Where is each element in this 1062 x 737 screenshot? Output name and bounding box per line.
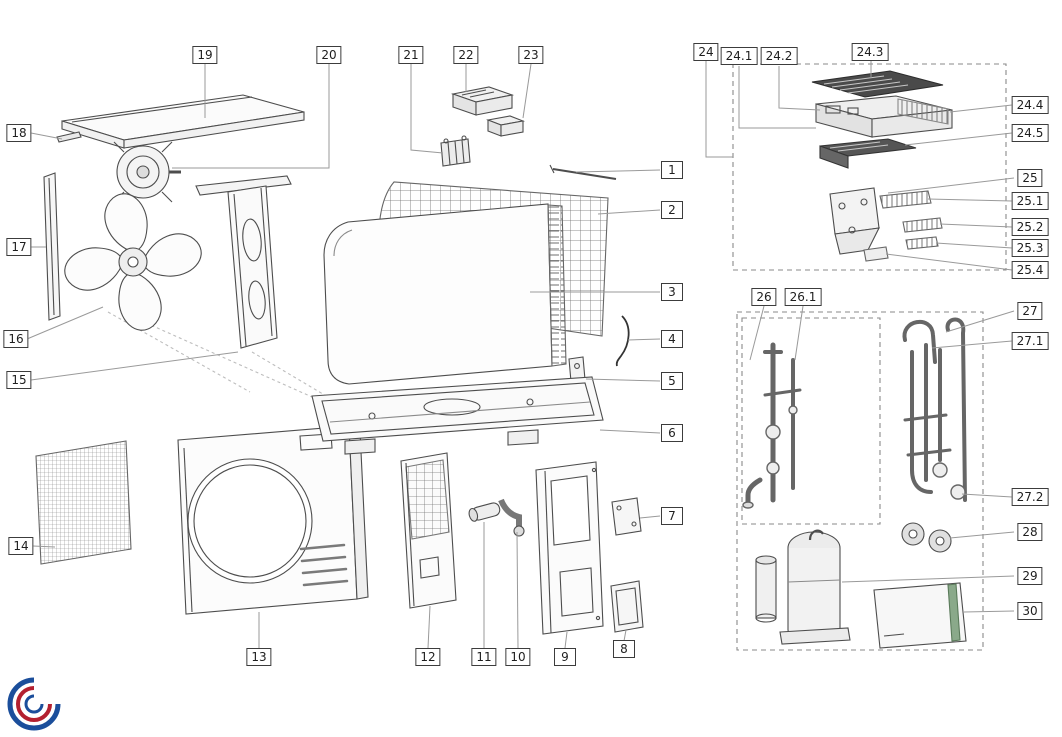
part-label-20[interactable]: 20 (316, 46, 342, 64)
leader-lines (26, 61, 1015, 649)
part-label-25[interactable]: 25 (1017, 169, 1043, 187)
part-label-21[interactable]: 21 (398, 46, 424, 64)
part-label-30[interactable]: 30 (1017, 602, 1043, 620)
part-terminal-strips (863, 190, 943, 262)
part-side-strip (43, 172, 61, 321)
part-fan-motor (113, 141, 181, 203)
part-pipes-26-1 (742, 342, 802, 509)
part-label-9[interactable]: 9 (554, 648, 576, 666)
part-clip (56, 131, 82, 143)
part-label-23[interactable]: 23 (518, 46, 544, 64)
part-label-14[interactable]: 14 (8, 537, 34, 555)
part-partition-plate (400, 452, 457, 609)
part-transformer (440, 135, 471, 167)
part-wire-4 (615, 315, 630, 367)
part-label-29[interactable]: 29 (1017, 567, 1043, 585)
part-pipe-10 (498, 498, 525, 537)
part-pipes-27 (902, 317, 967, 502)
part-side-panel (535, 461, 604, 635)
part-compressor-29 (755, 529, 851, 645)
part-fitting-11 (468, 502, 501, 522)
part-valve-cover (611, 497, 642, 536)
part-label-24-3[interactable]: 24.3 (851, 43, 889, 61)
part-label-24[interactable]: 24 (693, 43, 719, 61)
part-bracket-25 (829, 187, 880, 255)
part-label-1[interactable]: 1 (661, 161, 683, 179)
part-corner-cover (610, 580, 644, 633)
part-label-24-4[interactable]: 24.4 (1011, 96, 1049, 114)
part-label-25-2[interactable]: 25.2 (1011, 218, 1049, 236)
part-label-24-5[interactable]: 24.5 (1011, 124, 1049, 142)
part-label-19[interactable]: 19 (192, 46, 218, 64)
part-label-25-1[interactable]: 25.1 (1011, 192, 1049, 210)
part-label-3[interactable]: 3 (661, 283, 683, 301)
part-label-28[interactable]: 28 (1017, 523, 1043, 541)
part-label-25-3[interactable]: 25.3 (1011, 239, 1049, 257)
part-label-22[interactable]: 22 (453, 46, 479, 64)
part-label-27-2[interactable]: 27.2 (1011, 488, 1049, 506)
construction-lines (107, 311, 334, 401)
part-base-pan (311, 376, 604, 455)
part-label-18[interactable]: 18 (6, 124, 32, 142)
part-mesh-grille (35, 440, 132, 565)
part-sound-blanket-30 (873, 582, 967, 649)
part-label-7[interactable]: 7 (661, 507, 683, 525)
part-label-10[interactable]: 10 (505, 648, 531, 666)
part-label-24-2[interactable]: 24.2 (760, 47, 798, 65)
part-motor-bracket (195, 175, 292, 349)
part-front-panel (177, 425, 369, 615)
part-label-6[interactable]: 6 (661, 424, 683, 442)
part-fan-blade (64, 193, 202, 331)
part-rod-1 (549, 164, 617, 180)
part-condenser-coil (323, 203, 567, 385)
part-label-13[interactable]: 13 (246, 648, 272, 666)
part-top-cover (61, 94, 305, 149)
part-label-11[interactable]: 11 (471, 648, 497, 666)
part-label-4[interactable]: 4 (661, 330, 683, 348)
part-label-17[interactable]: 17 (6, 238, 32, 256)
part-label-26[interactable]: 26 (751, 288, 777, 306)
part-label-15[interactable]: 15 (6, 371, 32, 389)
part-ebox-22 (450, 86, 515, 116)
part-label-26-1[interactable]: 26.1 (784, 288, 822, 306)
part-label-5[interactable]: 5 (661, 372, 683, 390)
part-grommets-28 (901, 522, 952, 553)
part-label-8[interactable]: 8 (613, 640, 635, 658)
part-label-27[interactable]: 27 (1017, 302, 1043, 320)
part-label-25-4[interactable]: 25.4 (1011, 261, 1049, 279)
part-control-lid (811, 70, 944, 98)
assembly-group-boxes (732, 63, 1007, 651)
part-module-24-5 (819, 138, 917, 169)
part-label-16[interactable]: 16 (3, 330, 29, 348)
brand-logo (7, 677, 61, 731)
part-ebox-23 (485, 115, 526, 137)
part-control-box (815, 95, 953, 138)
part-label-27-1[interactable]: 27.1 (1011, 332, 1049, 350)
part-label-12[interactable]: 12 (415, 648, 441, 666)
part-label-2[interactable]: 2 (661, 201, 683, 219)
part-label-24-1[interactable]: 24.1 (720, 47, 758, 65)
